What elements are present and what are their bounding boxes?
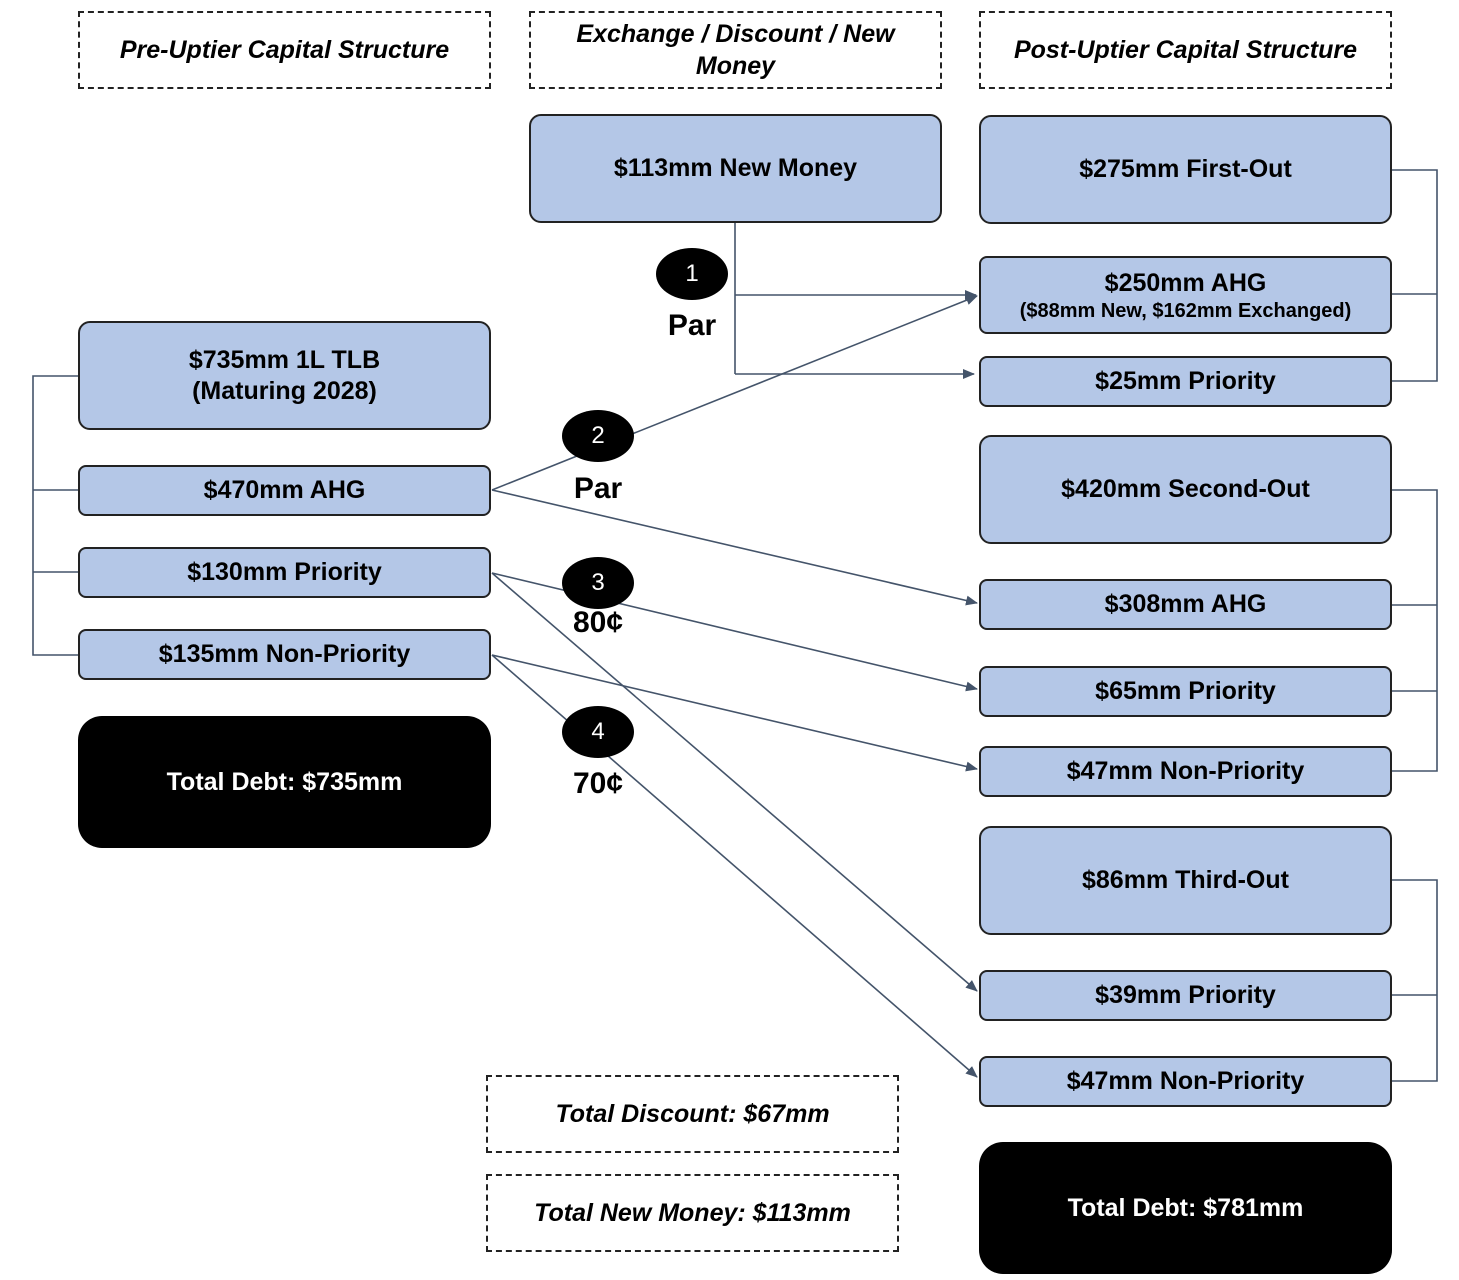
- post-priority-39-box: $39mm Priority: [979, 970, 1392, 1021]
- post-total-debt: Total Debt: $781mm: [979, 1142, 1392, 1274]
- post-priority-65-box: $65mm Priority: [979, 666, 1392, 717]
- post-priority-25-box: $25mm Priority: [979, 356, 1392, 407]
- step-2-label: Par: [573, 472, 623, 505]
- pre-tlb-maturity: (Maturing 2028): [192, 376, 377, 405]
- header-post-uptier: Post-Uptier Capital Structure: [979, 11, 1392, 89]
- post-ahg-250-detail: ($88mm New, $162mm Exchanged): [1019, 299, 1352, 322]
- arrow-ahg-to-ahg308: [491, 489, 978, 606]
- post-second-out-box: $420mm Second-Out: [979, 435, 1392, 544]
- step-3-badge: 3: [562, 557, 634, 609]
- total-new-money-box: Total New Money: $113mm: [486, 1174, 899, 1252]
- step-2-badge: 2: [562, 410, 634, 462]
- pre-tlb-box: $735mm 1L TLB (Maturing 2028): [78, 321, 491, 430]
- pre-total-debt: Total Debt: $735mm: [78, 716, 491, 848]
- post-ahg-308-box: $308mm AHG: [979, 579, 1392, 630]
- step-4-label: 70¢: [572, 767, 624, 800]
- arrow-ahg-to-ahg250: [491, 295, 978, 491]
- first-out-bracket: [1392, 169, 1438, 382]
- new-money-box: $113mm New Money: [529, 114, 942, 223]
- arrow-nonpriority-to-np47b: [491, 654, 978, 1078]
- header-exchange: Exchange / Discount / New Money: [529, 11, 942, 89]
- step-1-label: Par: [667, 309, 717, 342]
- step-4-badge: 4: [562, 706, 634, 758]
- step-3-label: 80¢: [572, 606, 624, 639]
- pre-priority-box: $130mm Priority: [78, 547, 491, 598]
- pre-bracket: [32, 375, 78, 656]
- header-pre-uptier: Pre-Uptier Capital Structure: [78, 11, 491, 89]
- step-1-badge: 1: [656, 248, 728, 300]
- arrow-priority-to-priority39: [491, 572, 978, 992]
- post-third-out-box: $86mm Third-Out: [979, 826, 1392, 935]
- pre-non-priority-box: $135mm Non-Priority: [78, 629, 491, 680]
- pre-tlb-title: $735mm 1L TLB: [188, 345, 381, 374]
- total-discount-box: Total Discount: $67mm: [486, 1075, 899, 1153]
- second-out-bracket: [1392, 489, 1438, 772]
- post-non-priority-47a-box: $47mm Non-Priority: [979, 746, 1392, 797]
- post-ahg-250-title: $250mm AHG: [1104, 268, 1267, 297]
- arrow-nonpriority-to-np47a: [491, 654, 978, 772]
- post-first-out-box: $275mm First-Out: [979, 115, 1392, 224]
- post-ahg-250-box: $250mm AHG ($88mm New, $162mm Exchanged): [979, 256, 1392, 334]
- pre-ahg-box: $470mm AHG: [78, 465, 491, 516]
- post-non-priority-47b-box: $47mm Non-Priority: [979, 1056, 1392, 1107]
- third-out-bracket: [1392, 879, 1438, 1082]
